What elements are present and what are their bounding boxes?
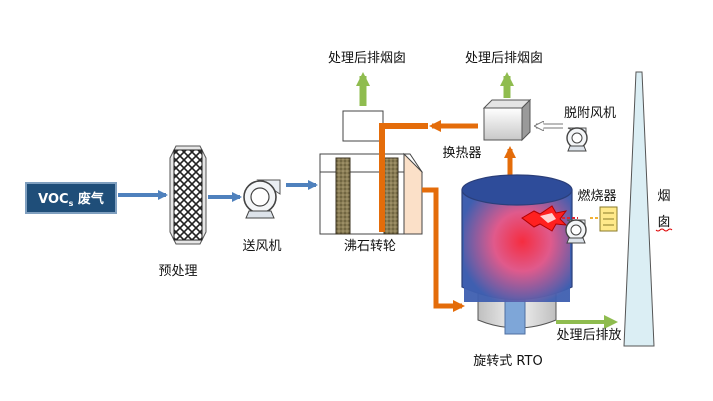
burner-label: 燃烧器 [577,188,616,204]
treated-out-label: 处理后排放 [556,328,621,343]
chimney-label-underline [655,228,673,232]
desorption-fan-icon [566,127,588,152]
chimney-label-1: 烟 [657,189,670,204]
filter-icon [169,145,207,245]
fuel-tank-icon [599,206,618,232]
zeolite-rotor-icon [319,110,423,235]
pretreat-label: 预处理 [158,264,197,279]
voc-source-box: VOCs 废气 [25,182,117,214]
voc-label-sub: s [69,199,74,208]
voc-label-suffix: 废气 [73,191,104,207]
burner-fan-icon [565,219,587,244]
heat-exchanger-icon [482,98,532,142]
svg-text:VOCs 废气: VOCs 废气 [38,191,104,208]
rto-label: 旋转式 RTO [473,354,542,369]
rto-vessel-icon [461,174,573,335]
exhaust-label-1: 处理后排烟囱 [328,51,406,66]
zeolite-label: 沸石转轮 [344,239,396,254]
desorption-fan-label: 脱附风机 [564,106,616,121]
heat-exchanger-label: 换热器 [442,146,481,161]
fan-label: 送风机 [242,239,281,254]
burner-flame-icon [521,205,578,232]
chimney-label-2: 囱 [657,215,670,230]
voc-label-main: VOC [38,192,68,207]
centrifugal-fan-icon [243,179,281,219]
pipe-zeolite-to-rto [422,187,465,312]
chimney-icon [623,71,655,347]
exhaust-label-2: 处理后排烟囱 [465,51,543,66]
pipe-heatx-to-zeolite [379,123,428,232]
